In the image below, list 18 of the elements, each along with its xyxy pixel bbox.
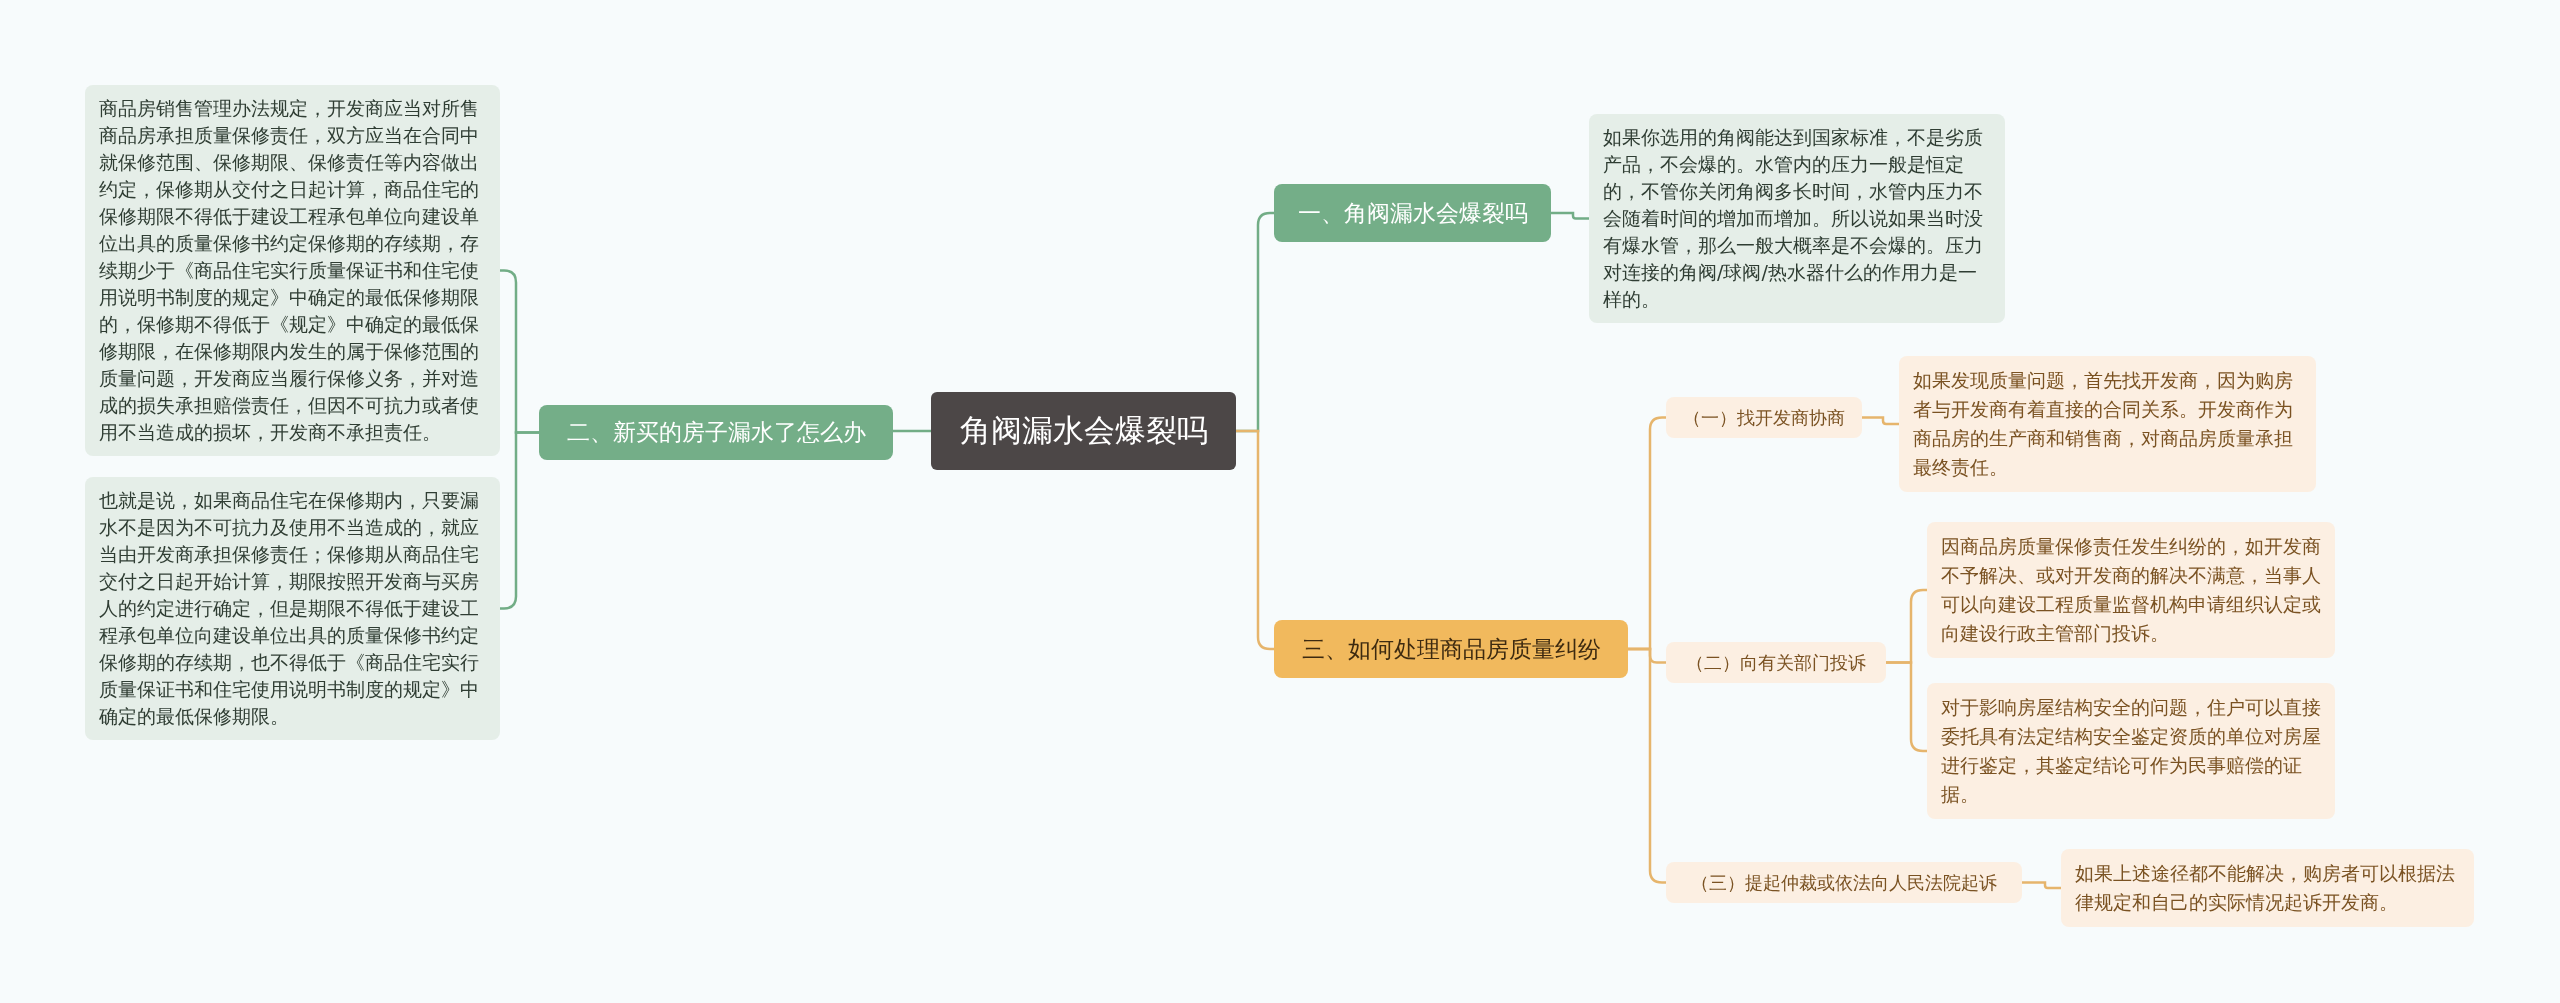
subtopic-box: （三）提起仲裁或依法向人民法院起诉 [1666, 862, 2022, 903]
branch-box: 二、新买的房子漏水了怎么办 [539, 405, 893, 460]
text-card: 因商品房质量保修责任发生纠纷的，如开发商不予解决、或对开发商的解决不满意，当事人可以向建设工程质量监督机构申请组织认定或向建设行政主管部门投诉。 [1927, 522, 2335, 658]
text-card: 如果你选用的角阀能达到国家标准，不是劣质产品，不会爆的。水管内的压力一般是恒定的，不管你关闭角阀多长时间，水管内压力不会随着时间的增加而增加。所以说如果当时没有爆水管，那么一般大概率是不会爆的。压力对连接的角阀/球阀/热水器什么的作用力是一样的。 [1589, 114, 2005, 323]
text-card: 如果上述途径都不能解决，购房者可以根据法律规定和自己的实际情况起诉开发商。 [2061, 849, 2474, 927]
connector [1862, 416, 1899, 426]
text-card: 对于影响房屋结构安全的问题，住户可以直接委托具有法定结构安全鉴定资质的单位对房屋进行鉴定，其鉴定结论可作为民事赔偿的证据。 [1927, 683, 2335, 819]
connector [893, 429, 931, 433]
subtopic-box: （一）找开发商协商 [1666, 397, 1862, 438]
connector [2022, 881, 2061, 890]
central-topic-box: 角阀漏水会爆裂吗 [931, 392, 1236, 470]
text-card: 如果发现质量问题，首先找开发商，因为购房者与开发商有着直接的合同关系。开发商作为商品房的生产商和销售商，对商品房质量承担最终责任。 [1899, 356, 2316, 492]
subtopic-box: （二）向有关部门投诉 [1666, 642, 1886, 683]
branch-box: 一、角阀漏水会爆裂吗 [1274, 184, 1551, 242]
branch-box: 三、如何处理商品房质量纠纷 [1274, 620, 1628, 678]
connector [1551, 211, 1589, 220]
text-card: 商品房销售管理办法规定，开发商应当对所售商品房承担质量保修责任，双方应当在合同中就保修范围、保修期限、保修责任等内容做出约定，保修期从交付之日起计算，商品住宅的保修期限不得低于建设工程承包单位向建设单位出具的质量保修书约定保修期的存续期，存续期少于《商品住宅实行质量保证书和住宅使用说明书制度的规定》中确定的最低保修期限的，保修期不得低于《规定》中确定的最低保修期限，在保修期限内发生的属于保修范围的质量问题，开发商应当履行保修义务，并对造成的损失承担赔偿责任，但因不可抗力或者使用不当造成的损坏，开发商不承担责任。 [85, 85, 500, 456]
text-card: 也就是说，如果商品住宅在保修期内，只要漏水不是因为不可抗力及使用不当造成的，就应当由开发商承担保修责任；保修期从商品住宅交付之日起开始计算，期限按照开发商与买房人的约定进行确定，但是期限不得低于建设工程承包单位向建设单位出具的质量保修书约定保修期的存续期，也不得低于《商品住宅实行质量保证书和住宅使用说明书制度的规定》中确定的最低保修期限。 [85, 477, 500, 740]
